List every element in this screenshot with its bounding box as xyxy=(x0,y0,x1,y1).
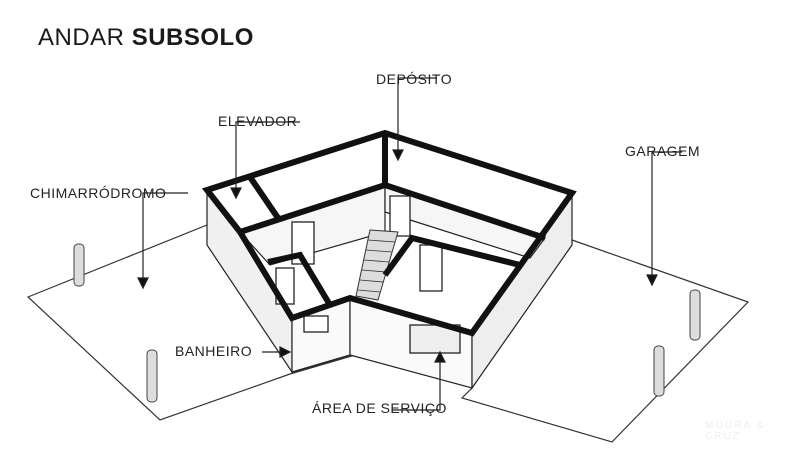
pole xyxy=(73,243,85,287)
page-title: ANDAR SUBSOLO xyxy=(38,24,254,52)
label-elevador: ELEVADOR xyxy=(218,113,298,129)
window xyxy=(303,315,329,333)
label-garagem: GARAGEM xyxy=(625,143,701,159)
door xyxy=(389,195,411,237)
pole xyxy=(653,345,665,397)
wall-outline xyxy=(201,129,577,337)
title-bold: SUBSOLO xyxy=(131,24,254,51)
watermark-logo: MOURA & CRUZ xyxy=(705,420,766,442)
title-prefix: ANDAR xyxy=(38,24,125,51)
pole xyxy=(146,349,158,403)
label-chimarrodromo: CHIMARRÓDROMO xyxy=(30,185,167,201)
label-deposito: DEPÓSITO xyxy=(376,71,453,87)
staircase xyxy=(355,229,399,301)
pole xyxy=(689,289,701,341)
label-area-servico: ÁREA DE SERVIÇO xyxy=(312,400,447,416)
door xyxy=(419,244,443,292)
label-banheiro: BANHEIRO xyxy=(175,343,253,359)
